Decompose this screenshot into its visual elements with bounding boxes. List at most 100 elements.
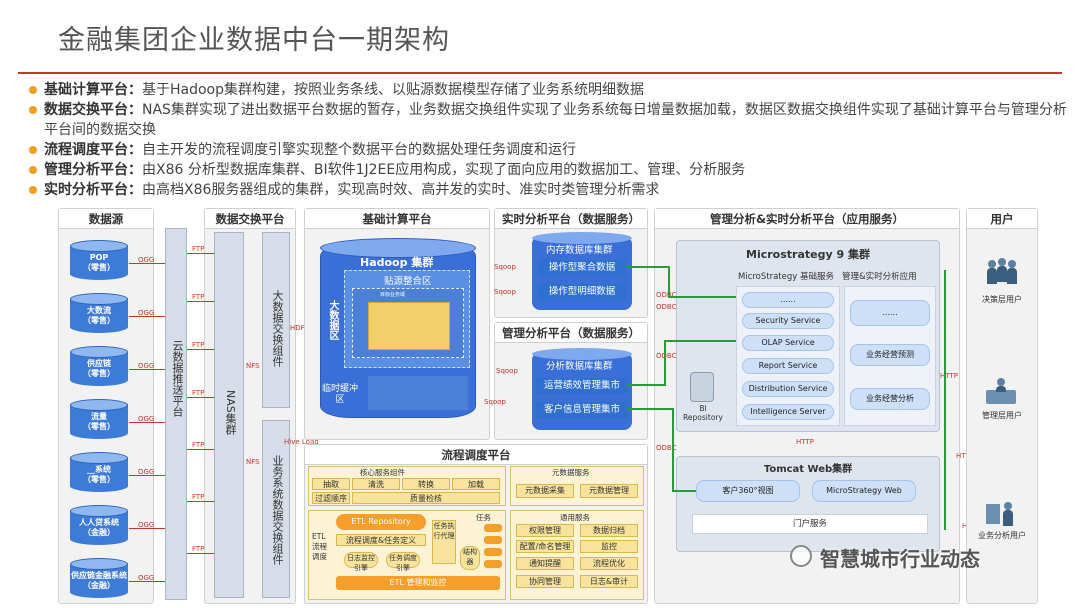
ogg-label: OGG — [138, 468, 155, 476]
ogg-label: OGG — [138, 415, 155, 423]
ftp-arrow — [187, 397, 214, 398]
bullet-dot-icon — [29, 106, 37, 114]
source-sub: （零售） — [83, 316, 115, 325]
page-title: 金融集团企业数据中台一期架构 — [58, 25, 450, 56]
bullet-text: NAS集群实现了进出数据平台数据的暂存，业务数据交换组件实现了业务系统每日增量数… — [44, 102, 1067, 138]
ogg-arrow — [129, 263, 165, 264]
connector-line — [664, 340, 736, 342]
control-box: 结构器 — [460, 546, 480, 570]
hive-load-label: Hive Load — [284, 438, 319, 446]
connector-line — [672, 408, 674, 492]
bullet-item: 基础计算平台：基于Hadoop集群构建，按照业务条线、以贴源数据模型存储了业务系… — [29, 80, 1070, 100]
bi-repo-db-icon — [690, 372, 714, 402]
analytic-db-label: 分析数据库集群 — [546, 361, 613, 372]
mstr-app-label: 管理&实时分析应用 — [842, 272, 917, 282]
bullet-text: 自主开发的流程调度引擎实现整个数据平台的数据处理任务调度和运行 — [142, 142, 576, 158]
source-name: POP — [89, 253, 109, 262]
perf-mart: 运营绩效管理集市 — [536, 378, 628, 394]
ftp-label: FTP — [192, 341, 205, 349]
source-sub: （金融） — [83, 528, 115, 537]
monitor-box: 监控 — [580, 540, 638, 553]
manager-user-icon — [984, 378, 1020, 412]
task-engine-box: 任务调度引擎 — [386, 552, 420, 572]
source-name: __系统 — [87, 465, 111, 474]
workflow-header: 流程调度平台 — [305, 445, 647, 465]
sources-header: 数据源 — [59, 209, 153, 229]
mem-db-label: 内存数据库集群 — [546, 245, 613, 256]
source-name: 供应链 — [87, 359, 111, 368]
source-name: 流量 — [91, 412, 107, 421]
title-divider — [18, 72, 1062, 74]
meta-service-label: 元数据服务 — [552, 468, 590, 477]
bullet-item: 管理分析平台：由X86 分析型数据库集群、BI软件1J2EE应用构成，实现了面向… — [29, 160, 1070, 180]
biz-analysis: 业务经营分析 — [850, 388, 930, 410]
ftp-arrow — [187, 301, 214, 302]
ogg-arrow — [129, 316, 165, 317]
security-service: Security Service — [742, 313, 834, 329]
bullet-item: 实时分析平台：由高档X86服务器组成的集群，实现高时效、高并发的实时、准实时类管… — [29, 180, 1070, 200]
config-box: 配置/命名管理 — [516, 540, 574, 553]
log-engine-box: 日志监控引擎 — [344, 552, 378, 572]
archive-box: 数据归档 — [580, 524, 638, 537]
bigdata-exchange-label: 大数据交换组件 — [271, 290, 284, 367]
meta-manage-box: 元数据管理 — [580, 484, 638, 498]
realtime-header: 实时分析平台（数据服务） — [495, 209, 647, 229]
ftp-arrow — [187, 553, 214, 554]
mem-db-top — [532, 232, 632, 244]
mstr-basic-box — [736, 286, 840, 426]
connector-line — [626, 266, 670, 268]
bigdata-zone-label: 大数据区 — [327, 300, 338, 340]
filter-box: 过滤顺序 — [312, 492, 350, 504]
sqoop-label: Sqoop — [494, 288, 516, 296]
convert-box: 转换 — [402, 478, 450, 490]
source-db-icon: 人人贷系统（金融） — [70, 505, 128, 545]
ftp-label: FTP — [192, 293, 205, 301]
biz-forecast: 业务经营预测 — [850, 344, 930, 366]
source-db-icon: POP（零售） — [70, 240, 128, 280]
source-sub: （金融） — [83, 581, 115, 590]
module-cluster-box — [368, 302, 450, 350]
distribution-service: Distribution Service — [742, 381, 834, 397]
odbc-label: ODBC — [656, 444, 677, 452]
source-db-icon: 流量（零售） — [70, 399, 128, 439]
target-domain-label: 目标业务域 — [380, 292, 406, 298]
connector-line — [944, 270, 946, 530]
hadoop-label: Hadoop 集群 — [360, 256, 434, 269]
source-sub: （零售） — [83, 263, 115, 272]
etl-repo-box: ETL Repository — [336, 514, 426, 530]
mstr-basic-label: MicroStrategy 基础服务 — [738, 272, 834, 282]
wechat-logo-icon — [790, 545, 812, 567]
connector-line — [626, 408, 672, 410]
watermark-text: 智慧城市行业动态 — [820, 547, 980, 571]
ogg-label: OGG — [138, 256, 155, 264]
hdfs-label: HDFS — [290, 324, 310, 332]
bullet-dot-icon — [29, 86, 37, 94]
mstr-ellipsis: ...... — [742, 292, 834, 308]
sqoop-label: Sqoop — [484, 398, 506, 406]
temp-zone-label: 临时缓冲区 — [322, 384, 359, 405]
ops-detail-data: 操作型明细数据 — [538, 284, 626, 300]
connector-line — [664, 340, 666, 386]
compute-header: 基础计算平台 — [305, 209, 489, 229]
nfs-label: NFS — [246, 458, 260, 466]
bullet-item: 流程调度平台：自主开发的流程调度引擎实现整个数据平台的数据处理任务调度和运行 — [29, 140, 1070, 160]
task-exec-box: 任务执行代理 — [432, 520, 456, 564]
cust-mart: 客户信息管理集市 — [536, 402, 628, 418]
connector-line — [668, 296, 736, 298]
temp-zone-nodes — [368, 376, 468, 410]
collab-box: 协同管理 — [516, 575, 574, 588]
bullet-text: 由高档X86服务器组成的集群，实现高时效、高并发的实时、准实时类管理分析需求 — [142, 182, 660, 198]
quality-box: 质量检核 — [352, 492, 500, 504]
core-service-label: 核心服务组件 — [360, 468, 405, 477]
source-sub: （零售） — [83, 369, 115, 378]
common-service-label: 通用服务 — [560, 513, 590, 522]
source-sub: （零售） — [83, 475, 115, 484]
tomcat-cluster-box — [676, 456, 940, 552]
ogg-label: OGG — [138, 574, 155, 582]
extract-box: 抽取 — [312, 478, 350, 490]
meta-collect-box: 元数据采集 — [516, 484, 574, 498]
perm-box: 权限管理 — [516, 524, 574, 537]
ftp-arrow — [187, 253, 214, 254]
bullet-dot-icon — [29, 166, 37, 174]
ogg-arrow — [129, 528, 165, 529]
